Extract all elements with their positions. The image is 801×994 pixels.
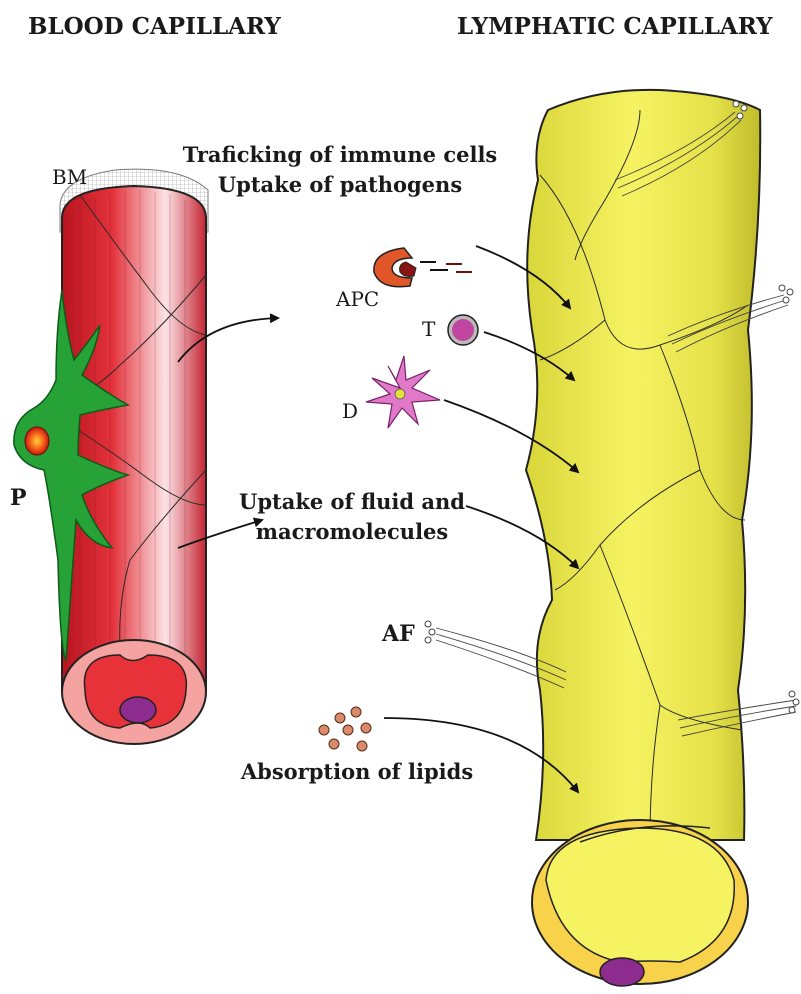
- lymphatic-capillary: [425, 90, 799, 986]
- pericyte-nucleus: [25, 427, 49, 455]
- blood-endothelial-nucleus: [120, 697, 156, 723]
- label-af: AF: [381, 621, 415, 647]
- t-cell: [448, 315, 478, 345]
- function-immune-line1: Traficking of immune cells: [183, 142, 498, 167]
- function-lipids: Absorption of lipids: [240, 759, 473, 784]
- blood-vessel-body: [62, 186, 206, 690]
- lipid-droplets: [319, 707, 371, 751]
- dendritic-cell: [366, 356, 440, 428]
- title-lymphatic-capillary: LYMPHATIC CAPILLARY: [457, 13, 773, 40]
- label-t: T: [422, 317, 436, 341]
- apc-cell: [374, 248, 472, 287]
- blood-capillary: [14, 169, 208, 744]
- label-apc: APC: [335, 287, 379, 311]
- lymphatic-endothelial-nucleus: [600, 958, 644, 986]
- title-blood-capillary: BLOOD CAPILLARY: [28, 13, 281, 40]
- function-fluid-line2: macromolecules: [256, 519, 448, 544]
- label-bm: BM: [52, 165, 87, 189]
- label-p: P: [10, 485, 27, 511]
- function-fluid-line1: Uptake of fluid and: [239, 489, 465, 514]
- label-d: D: [342, 399, 358, 423]
- function-immune-line2: Uptake of pathogens: [218, 172, 462, 197]
